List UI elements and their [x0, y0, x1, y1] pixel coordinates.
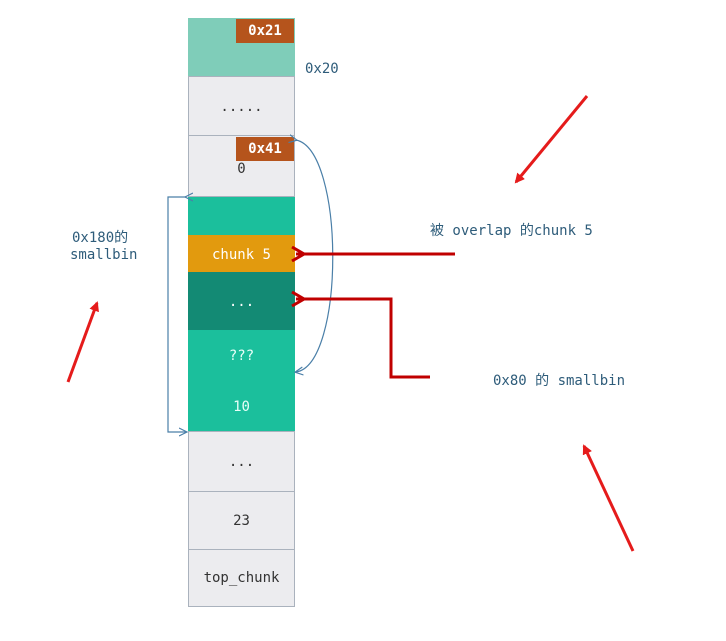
chunk-smallbin-start [188, 197, 295, 237]
top-chunk: top_chunk [188, 549, 295, 607]
cell-text: ??? [228, 348, 255, 364]
size-tag-0x21: 0x21 [236, 19, 294, 43]
cell-text: top_chunk [203, 570, 280, 586]
red-arrow-left [66, 301, 99, 383]
red-arrow-top-right [514, 95, 589, 184]
size-label-0x20: 0x20 [305, 61, 339, 77]
smallbin-0x180-label-line2: smallbin [70, 247, 138, 263]
smallbin-0x80-label: 0x80 的 smallbin [493, 373, 626, 389]
chunk-unknown: ??? [188, 330, 295, 382]
chunk-ellipsis-top: ..... [188, 76, 295, 137]
cell-text: ..... [220, 98, 263, 115]
red-arrow-bottom-right [582, 444, 635, 552]
size-tag-0x41: 0x41 [236, 137, 294, 161]
smallbin-0x180-bracket [167, 197, 186, 432]
dots-chunk-pointer-arrow [296, 299, 430, 379]
cell-text: chunk 5 [211, 246, 271, 263]
chunk-10: 10 [188, 380, 295, 433]
overlap-curve-link [296, 140, 334, 372]
cell-text: 10 [233, 398, 250, 415]
cell-text: ... [228, 453, 255, 470]
chunk-ellipsis-bottom: ... [188, 431, 295, 492]
overlap-chunk5-label: 被 overlap 的chunk 5 [430, 223, 593, 239]
chunk-23: 23 [188, 491, 295, 550]
smallbin-0x180-label-line1: 0x180的 [72, 230, 129, 246]
cell-text: 23 [233, 512, 250, 529]
cell-text: 0 [237, 161, 246, 177]
cell-text: ... [228, 294, 255, 310]
